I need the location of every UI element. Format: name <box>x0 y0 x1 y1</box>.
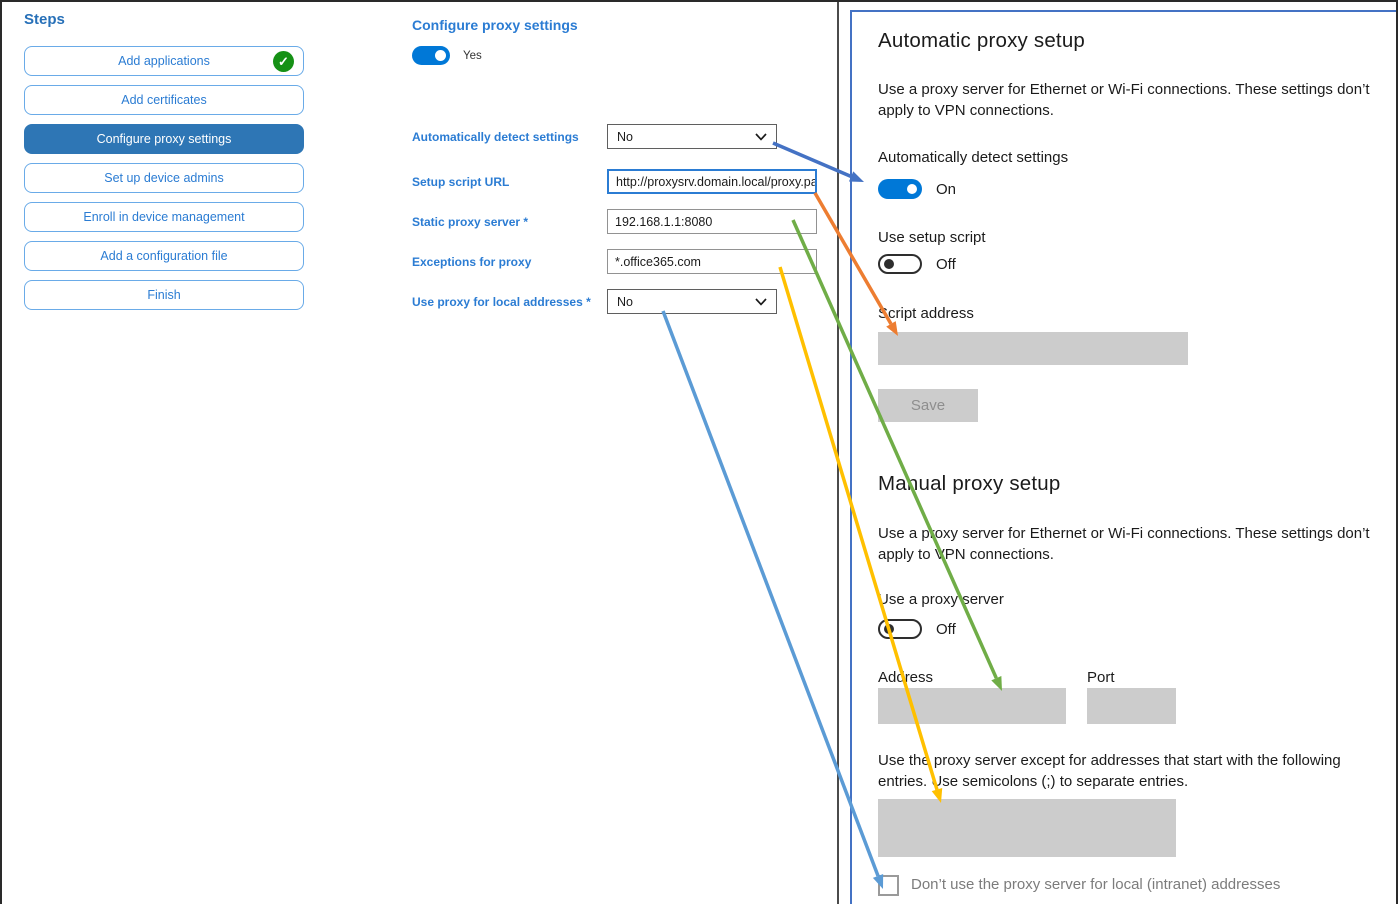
use-a-proxy-server-toggle-row: Off <box>878 619 1396 639</box>
automatic-proxy-setup-heading: Automatic proxy setup <box>878 29 1086 52</box>
step-label: Configure proxy settings <box>96 132 232 146</box>
step-label: Add certificates <box>121 93 207 107</box>
use-a-proxy-server-toggle-state: Off <box>936 620 956 638</box>
field-label: Static proxy server * <box>412 214 529 229</box>
address-port-labels-row: Address Port <box>878 669 1396 686</box>
use-proxy-local-addresses-dropdown[interactable]: No <box>607 289 777 314</box>
step-label: Add applications <box>118 54 210 68</box>
auto-detect-toggle-state: On <box>936 180 957 198</box>
page-title: Configure proxy settings <box>412 17 578 33</box>
proxy-address-input[interactable] <box>878 688 1066 724</box>
auto-detect-settings-label: Automatically detect settings <box>878 149 1069 166</box>
setup-script-url-input[interactable]: http://proxysrv.domain.local/proxy.pa <box>607 169 817 194</box>
field-row-exceptions: Exceptions for proxy *.office365.com <box>412 249 817 274</box>
field-label: Use proxy for local addresses * <box>412 294 591 309</box>
toggle-knob <box>907 184 917 194</box>
field-row-local-addresses: Use proxy for local addresses * No <box>412 289 777 314</box>
manual-proxy-setup-heading: Manual proxy setup <box>878 472 1061 495</box>
step-label: Add a configuration file <box>100 249 228 263</box>
use-a-proxy-server-label: Use a proxy server <box>878 591 1004 608</box>
local-intranet-checkbox-label: Don’t use the proxy server for local (in… <box>911 876 1281 893</box>
port-label: Port <box>1087 669 1115 686</box>
field-label: Exceptions for proxy <box>412 254 532 269</box>
steps-list: Add applications ✓ Add certificates Conf… <box>24 46 304 319</box>
step-enroll-in-device-management[interactable]: Enroll in device management <box>24 202 304 232</box>
static-proxy-server-input[interactable]: 192.168.1.1:8080 <box>607 209 817 234</box>
auto-detect-settings-dropdown[interactable]: No <box>607 124 777 149</box>
exceptions-for-proxy-input[interactable]: *.office365.com <box>607 249 817 274</box>
step-finish[interactable]: Finish <box>24 280 304 310</box>
field-row-auto-detect: Automatically detect settings No <box>412 124 777 149</box>
exceptions-description: Use the proxy server except for addresse… <box>878 752 1341 790</box>
step-configure-proxy-settings[interactable]: Configure proxy settings <box>24 124 304 154</box>
use-a-proxy-server-toggle[interactable] <box>878 619 922 639</box>
auto-detect-toggle-row: On <box>878 179 1396 199</box>
step-label: Set up device admins <box>104 171 224 185</box>
dropdown-value: No <box>617 129 633 144</box>
toggle-knob <box>435 50 446 61</box>
local-addresses-arrow <box>661 310 880 877</box>
proxy-exceptions-textarea[interactable] <box>878 799 1176 857</box>
configure-proxy-toggle-row: Yes <box>412 46 482 65</box>
script-address-label: Script address <box>878 305 974 322</box>
auto-detect-settings-toggle[interactable] <box>878 179 922 199</box>
proxy-port-input[interactable] <box>1087 688 1176 724</box>
address-port-inputs-row <box>878 688 1396 724</box>
script-address-input[interactable] <box>878 332 1188 365</box>
step-label: Finish <box>147 288 181 302</box>
step-add-certificates[interactable]: Add certificates <box>24 85 304 115</box>
vertical-divider <box>837 2 839 904</box>
save-button[interactable]: Save <box>878 389 978 422</box>
use-setup-script-label: Use setup script <box>878 229 986 246</box>
chevron-down-icon <box>755 297 767 306</box>
field-row-setup-script-url: Setup script URL http://proxysrv.domain.… <box>412 169 817 194</box>
configure-proxy-toggle-state: Yes <box>463 49 482 62</box>
step-add-a-configuration-file[interactable]: Add a configuration file <box>24 241 304 271</box>
step-set-up-device-admins[interactable]: Set up device admins <box>24 163 304 193</box>
manual-proxy-description: Use a proxy server for Ethernet or Wi-Fi… <box>878 525 1370 563</box>
toggle-knob <box>884 259 894 269</box>
local-intranet-checkbox[interactable] <box>878 875 899 896</box>
configure-proxy-toggle[interactable] <box>412 46 450 65</box>
address-label: Address <box>878 669 934 686</box>
automatic-proxy-description: Use a proxy server for Ethernet or Wi-Fi… <box>878 81 1370 119</box>
field-label: Automatically detect settings <box>412 129 579 144</box>
step-add-applications[interactable]: Add applications ✓ <box>24 46 304 76</box>
field-label: Setup script URL <box>412 174 510 189</box>
local-addresses-checkbox-row: Don’t use the proxy server for local (in… <box>878 875 1396 896</box>
use-setup-script-toggle[interactable] <box>878 254 922 274</box>
dropdown-value: No <box>617 294 633 309</box>
step-label: Enroll in device management <box>83 210 245 224</box>
windows-settings-proxy-panel: Automatic proxy setup Use a proxy server… <box>850 10 1396 904</box>
toggle-knob <box>884 624 894 634</box>
steps-panel-title: Steps <box>24 11 65 28</box>
use-setup-script-toggle-row: Off <box>878 254 1396 274</box>
chevron-down-icon <box>755 132 767 141</box>
field-row-static-proxy: Static proxy server * 192.168.1.1:8080 <box>412 209 817 234</box>
use-setup-script-toggle-state: Off <box>936 255 956 273</box>
completed-check-icon: ✓ <box>273 51 294 72</box>
